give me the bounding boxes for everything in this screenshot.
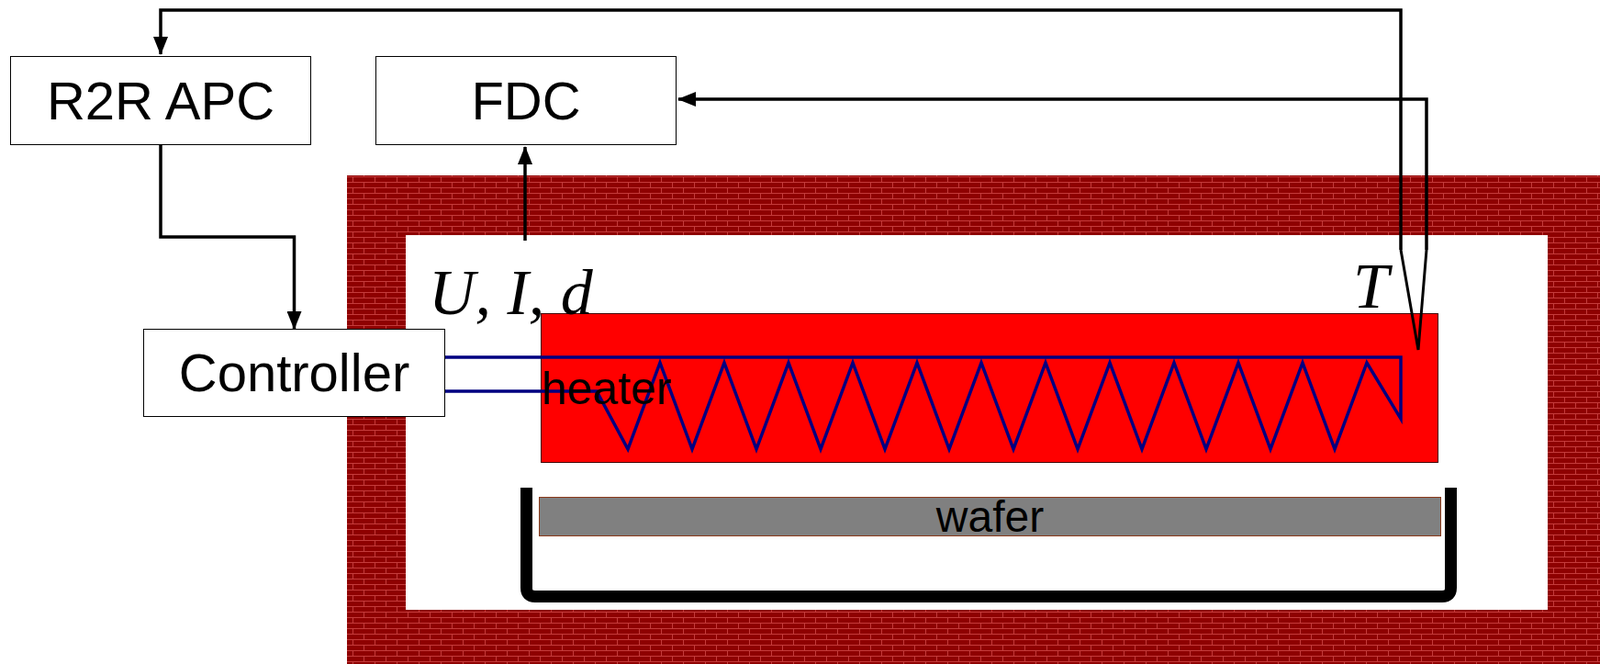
signal-line [523, 146, 527, 241]
controller-box: R2R APC [10, 55, 312, 146]
signal-name: U, I, d [428, 260, 594, 325]
feedback-line [678, 99, 1427, 250]
node-label: heater [541, 365, 672, 412]
thermocouple [1400, 249, 1427, 350]
wafer: wafer [538, 496, 1442, 537]
connector-arrow [160, 145, 295, 329]
brick-wall [346, 175, 1600, 664]
node-label: Controller [179, 346, 410, 400]
heater-wire [445, 357, 1401, 449]
monitor-box: FDC [375, 55, 677, 146]
sensor-name: T [1353, 254, 1389, 319]
node-label: wafer [936, 496, 1044, 537]
chamber-cavity [405, 234, 1548, 610]
node-label: R2R APC [46, 74, 275, 128]
feedback-line [160, 10, 1401, 250]
controller-box: Controller [143, 328, 446, 417]
wafer-holder [526, 487, 1452, 597]
node-label: FDC [470, 74, 581, 128]
